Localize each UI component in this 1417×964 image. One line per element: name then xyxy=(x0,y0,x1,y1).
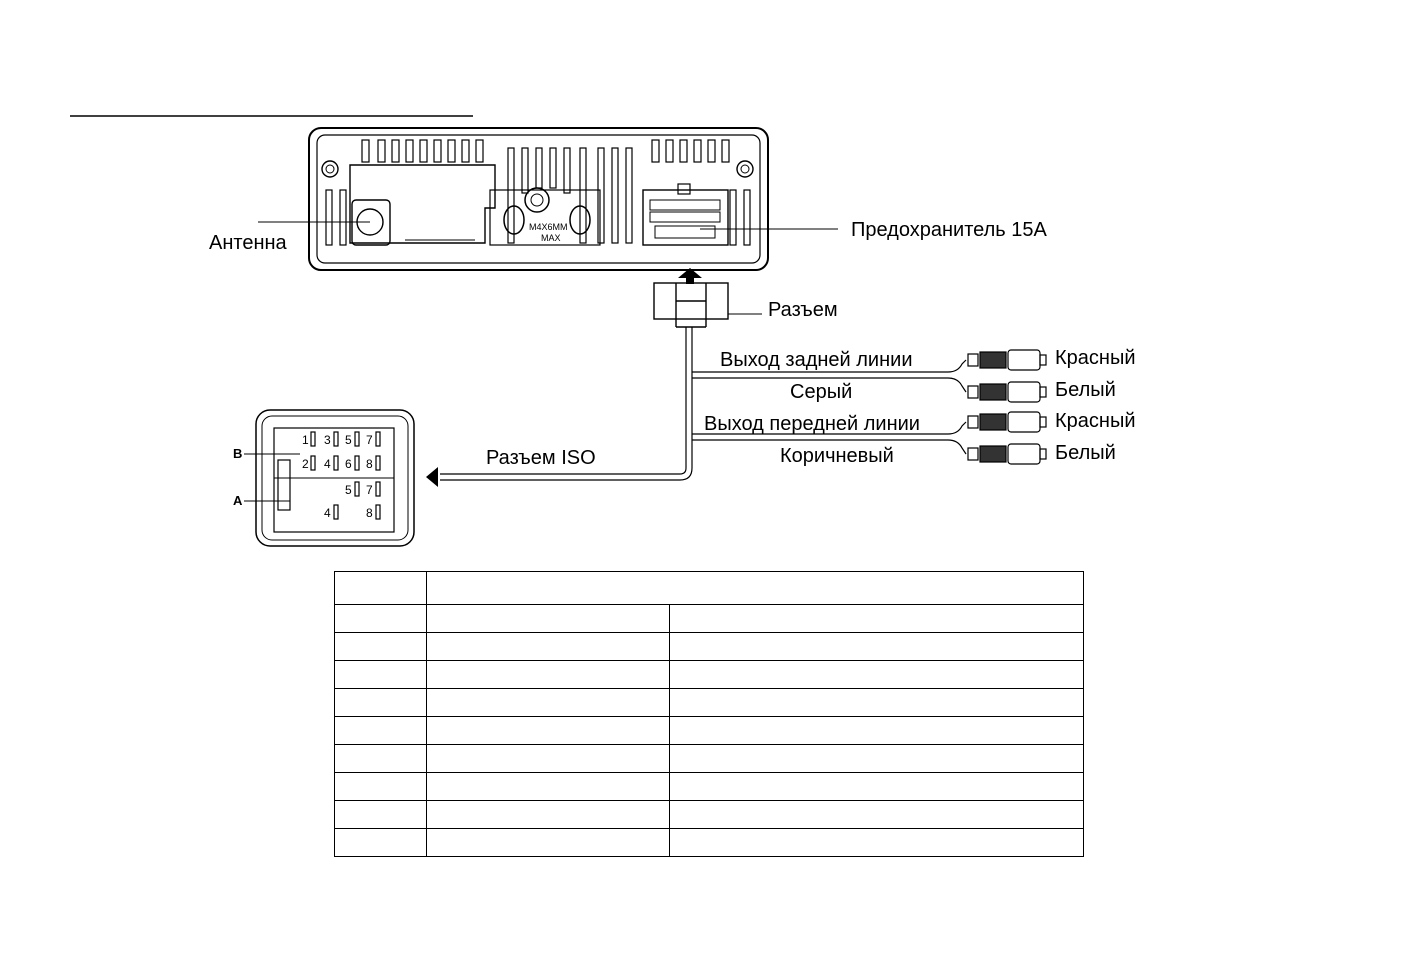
table-cell xyxy=(426,660,670,689)
table-cell xyxy=(426,828,670,857)
table-cell xyxy=(669,688,1084,717)
table-header-row xyxy=(334,571,1084,605)
block-a-label: A xyxy=(233,493,243,508)
table-cell xyxy=(669,744,1084,773)
table-cell xyxy=(669,716,1084,745)
arrow-left-icon xyxy=(426,467,438,487)
fuse-label: Предохранитель 15A xyxy=(851,219,1048,241)
iso-pin-numbers: 1 3 5 7 2 4 6 8 5 7 4 8 xyxy=(302,433,373,520)
wire-harness xyxy=(440,327,967,481)
table-row xyxy=(334,828,1084,857)
table-cell xyxy=(426,571,1084,605)
pin-a5: 5 xyxy=(345,483,352,497)
table-cell xyxy=(426,772,670,801)
table-cell xyxy=(426,744,670,773)
iso-connector-label: Разъем ISO xyxy=(486,447,596,469)
pin-a7: 7 xyxy=(366,483,373,497)
wiring-table xyxy=(334,571,1084,857)
pin-a8: 8 xyxy=(366,506,373,520)
table-row xyxy=(334,772,1084,801)
table-cell xyxy=(334,772,427,801)
pin-b5: 5 xyxy=(345,433,352,447)
white-label-rear: Белый xyxy=(1055,379,1116,401)
pin-b1: 1 xyxy=(302,433,309,447)
table-row xyxy=(334,604,1084,633)
red-label-front: Красный xyxy=(1055,410,1136,432)
block-b-label: B xyxy=(233,446,242,461)
table-cell xyxy=(669,772,1084,801)
table-cell xyxy=(334,604,427,633)
front-line-out-label: Выход передней линии xyxy=(704,413,920,435)
table-cell xyxy=(334,716,427,745)
grey-label: Серый xyxy=(790,381,852,403)
pin-b3: 3 xyxy=(324,433,331,447)
table-cell xyxy=(334,660,427,689)
pin-b8: 8 xyxy=(366,457,373,471)
table-cell xyxy=(426,688,670,717)
table-cell xyxy=(334,744,427,773)
table-cell xyxy=(669,660,1084,689)
rear-line-out-label: Выход задней линии xyxy=(720,349,913,371)
table-row xyxy=(334,632,1084,661)
table-cell xyxy=(334,571,427,605)
brown-label: Коричневый xyxy=(780,445,894,467)
table-row xyxy=(334,660,1084,689)
connector-plug xyxy=(653,282,729,328)
pin-b6: 6 xyxy=(345,457,352,471)
antenna-label: Антенна xyxy=(209,232,288,254)
table-cell xyxy=(426,800,670,829)
table-cell xyxy=(669,828,1084,857)
red-label-rear: Красный xyxy=(1055,347,1136,369)
table-cell xyxy=(334,688,427,717)
table-cell xyxy=(334,800,427,829)
table-cell xyxy=(334,632,427,661)
iso-connector xyxy=(255,409,415,547)
table-cell xyxy=(669,632,1084,661)
table-cell xyxy=(669,604,1084,633)
unit-marking-max: MAX xyxy=(541,233,561,243)
table-row xyxy=(334,800,1084,829)
pin-b4: 4 xyxy=(324,457,331,471)
table-row xyxy=(334,716,1084,745)
rca-plugs xyxy=(967,349,1047,465)
white-label-front: Белый xyxy=(1055,442,1116,464)
table-cell xyxy=(426,716,670,745)
connector-label: Разъем xyxy=(768,299,838,321)
pin-b2: 2 xyxy=(302,457,309,471)
pin-a4: 4 xyxy=(324,506,331,520)
table-cell xyxy=(334,828,427,857)
table-cell xyxy=(426,604,670,633)
head-unit-rear-panel xyxy=(308,127,769,271)
unit-marking-size: M4X6MM xyxy=(529,222,568,232)
table-cell xyxy=(426,632,670,661)
table-row xyxy=(334,688,1084,717)
pin-b7: 7 xyxy=(366,433,373,447)
table-cell xyxy=(669,800,1084,829)
table-row xyxy=(334,744,1084,773)
arrow-up-icon xyxy=(678,268,702,284)
